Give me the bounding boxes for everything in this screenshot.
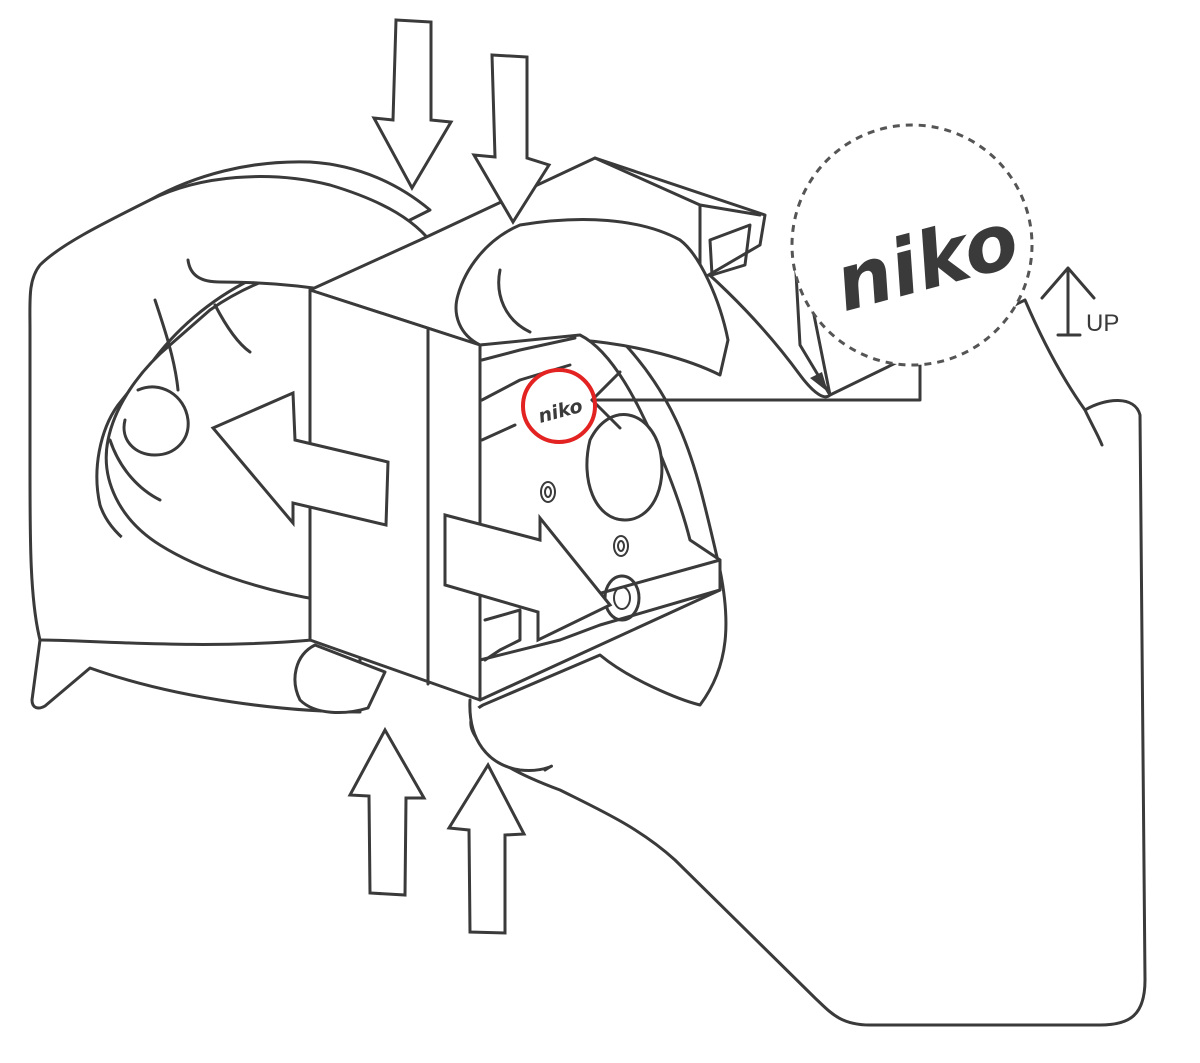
up-indicator: UP: [1040, 266, 1119, 337]
device-screw-hole-2b: [617, 540, 625, 552]
device-front-plate: [308, 288, 482, 702]
arrow-down-icon-2: [471, 53, 552, 225]
right-hand-top-finger: [454, 218, 730, 377]
left-hand-crease-2: [213, 303, 252, 354]
arrow-right-icon: [443, 513, 613, 643]
arrow-up-icon-2: [446, 761, 527, 935]
right-hand-thumb-fold: [1083, 408, 1104, 447]
left-hand-knuckle-2: [108, 438, 162, 502]
left-hand-palm: [38, 260, 342, 646]
arrow-up-icon: [347, 726, 427, 897]
device-side-bottom-2: [478, 588, 722, 662]
up-arrow-icon: [1040, 266, 1096, 337]
arrow-left-icon: [210, 390, 390, 528]
left-hand-bottom-finger: [293, 643, 387, 714]
magnifier-circle: [790, 123, 1034, 367]
right-hand: [469, 218, 1147, 1027]
device-screw-hole-1: [540, 481, 556, 503]
device-top-edge-2: [708, 223, 752, 277]
right-hand-thumb: [585, 413, 664, 522]
up-label: UP: [1086, 310, 1119, 337]
left-hand-knuckle: [122, 385, 190, 457]
device-screw-hole-2: [613, 535, 629, 557]
right-hand-finger-bottom: [468, 698, 553, 772]
logo-highlight-ring: [521, 368, 597, 444]
device-screw-hole-1b: [544, 486, 552, 498]
device-screw-hole-3b: [613, 586, 631, 610]
left-hand-crease: [153, 298, 180, 392]
device-side-bottom: [483, 608, 522, 662]
right-hand-top-nail: [497, 268, 532, 334]
callout-line: [590, 363, 922, 402]
arrow-down-icon: [371, 18, 454, 192]
callout-pencil-tip: [810, 372, 828, 392]
